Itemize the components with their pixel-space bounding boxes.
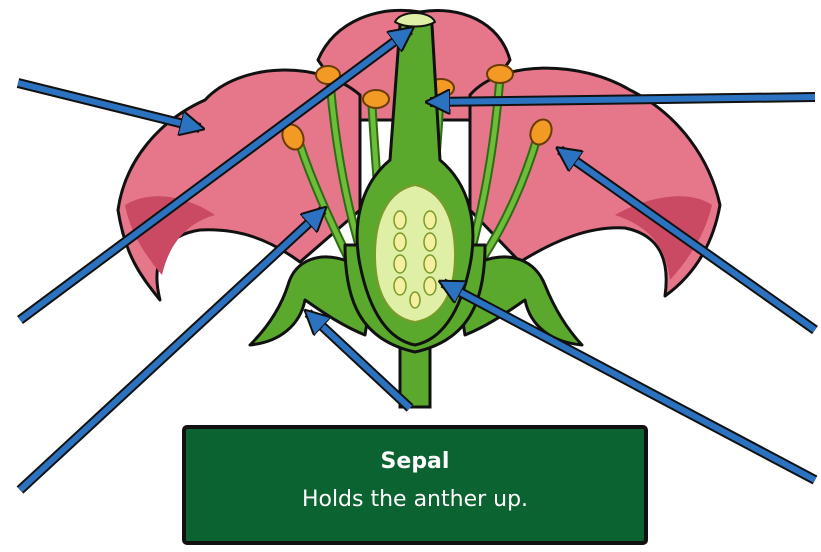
info-description: Holds the anther up. (186, 487, 644, 512)
info-box: Sepal Holds the anther up. (182, 425, 648, 545)
info-title: Sepal (186, 449, 644, 474)
stigma (395, 13, 435, 27)
petal-right-shade (615, 196, 712, 280)
arrow-petal (18, 83, 200, 128)
